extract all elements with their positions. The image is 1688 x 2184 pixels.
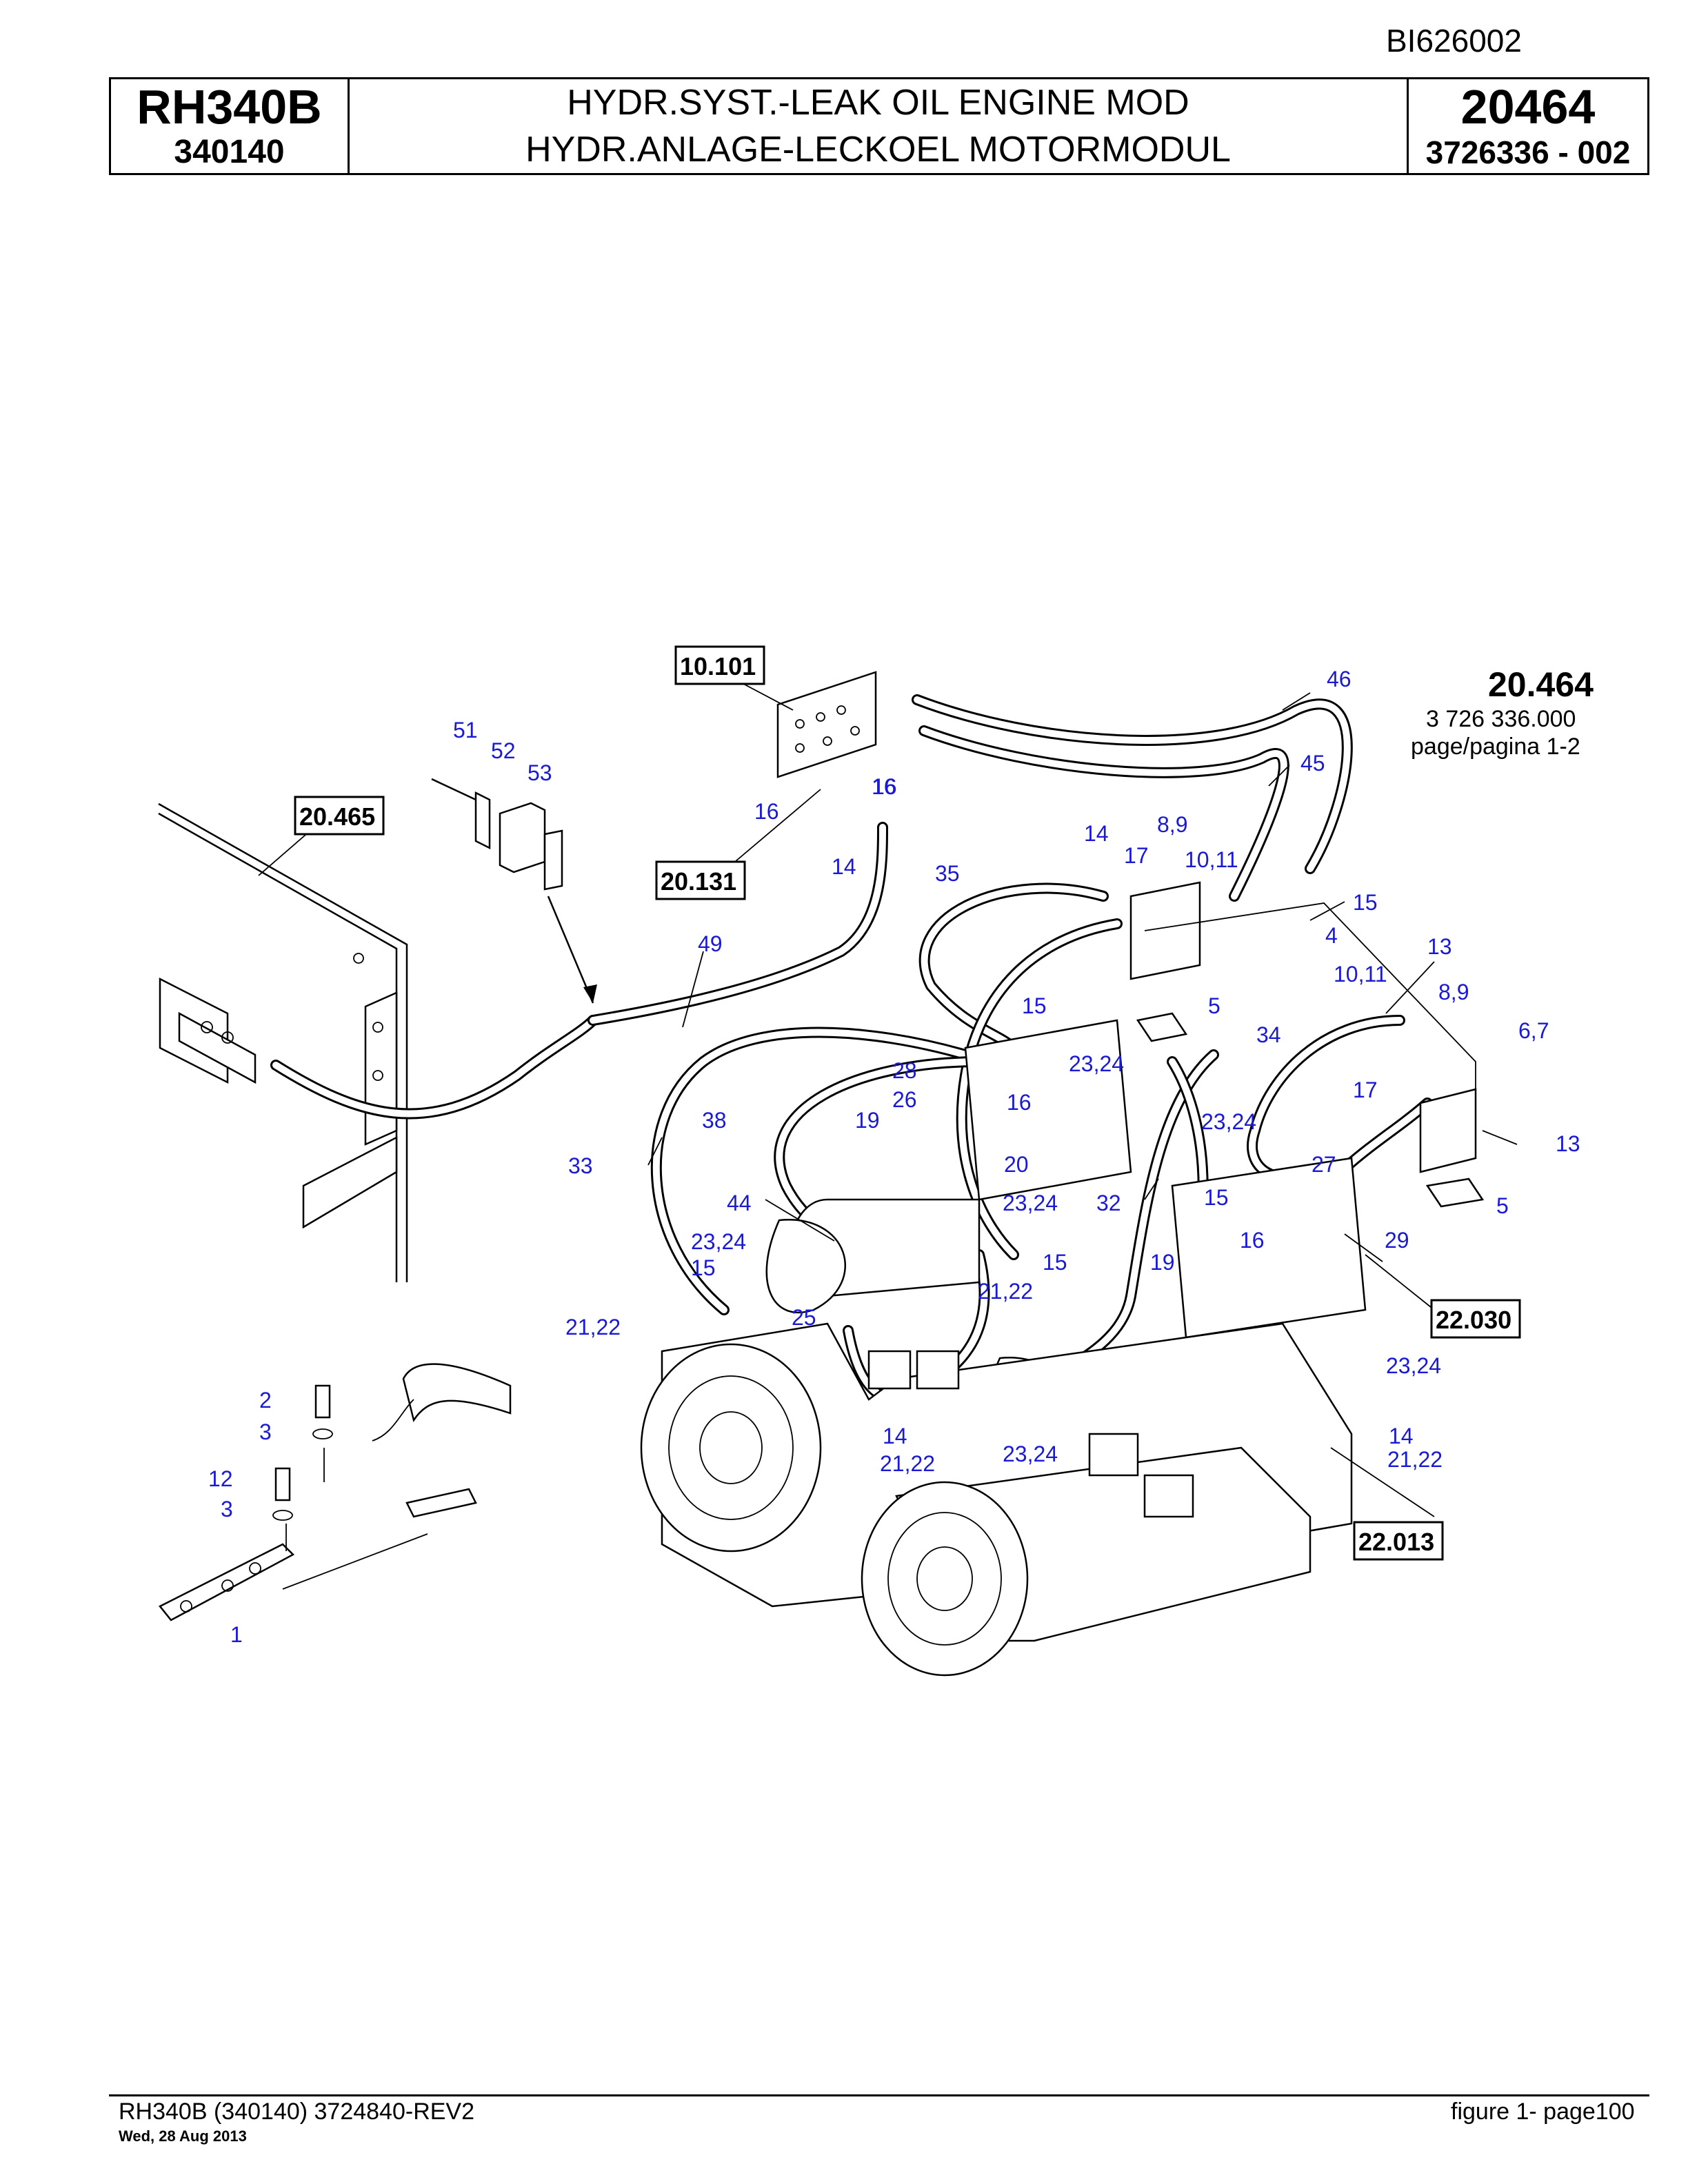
callout-label: 4 xyxy=(1325,923,1338,948)
callout-label: 3 xyxy=(221,1497,233,1521)
lower-engine-module xyxy=(640,1322,1353,1677)
callout-label: 2 xyxy=(259,1388,272,1413)
document-code: BI626002 xyxy=(1386,23,1522,59)
ground-strap-detail xyxy=(159,1363,512,1621)
callout-label: 49 xyxy=(698,931,723,956)
figure-ref-number: 20.464 xyxy=(1488,665,1594,704)
callout-label: 14 xyxy=(883,1424,907,1448)
callout-label: 8,9 xyxy=(1157,812,1187,837)
callout-label: 8,9 xyxy=(1438,980,1469,1004)
callout-label: 5 xyxy=(1208,993,1220,1018)
footer-page-ref: figure 1- page100 xyxy=(1451,2099,1635,2125)
ref-box-22030: 22.030 xyxy=(1430,1299,1521,1339)
ref-box-22013: 22.013 xyxy=(1353,1521,1444,1561)
callout-label: 16 xyxy=(1240,1228,1265,1253)
callout-label: 14 xyxy=(1389,1424,1414,1448)
callout-label: 23,24 xyxy=(1201,1109,1256,1134)
callout-label: 15 xyxy=(1204,1185,1229,1210)
callout-label: 21,22 xyxy=(880,1451,935,1476)
callout-label: 23,24 xyxy=(691,1229,746,1254)
callout-label: 16 xyxy=(872,774,897,799)
callout-label: 14 xyxy=(832,854,856,879)
figure-ref-part: 3 726 336.000 xyxy=(1426,706,1576,732)
callout-label: 38 xyxy=(702,1108,727,1133)
callout-label: 28 xyxy=(892,1058,917,1083)
callout-label: 32 xyxy=(1096,1191,1121,1215)
callout-label: 27 xyxy=(1312,1152,1336,1177)
title-english: HYDR.SYST.-LEAK OIL ENGINE MOD xyxy=(567,83,1189,123)
callout-label: 16 xyxy=(754,799,779,824)
ref-box-20131: 20.131 xyxy=(655,860,746,900)
svg-text:22.030: 22.030 xyxy=(1436,1306,1511,1334)
figure-ref-page: page/pagina 1-2 xyxy=(1411,734,1580,760)
figure-number: 20464 xyxy=(1460,80,1596,134)
callout-label: 45 xyxy=(1300,751,1325,776)
svg-text:22.013: 22.013 xyxy=(1358,1528,1434,1556)
callout-label: 23,24 xyxy=(1386,1353,1441,1378)
callout-label: 5 xyxy=(1496,1193,1509,1218)
callout-label: 6,7 xyxy=(1518,1018,1549,1043)
callout-label: 23,24 xyxy=(1003,1191,1058,1215)
callout-label: 44 xyxy=(727,1191,752,1215)
callout-label: 17 xyxy=(1353,1078,1378,1102)
title-cell: HYDR.SYST.-LEAK OIL ENGINE MOD HYDR.ANLA… xyxy=(350,79,1409,173)
callout-label: 34 xyxy=(1256,1022,1281,1047)
callout-label: 33 xyxy=(568,1153,593,1178)
footer-rule xyxy=(109,2094,1649,2096)
callout-label: 1 xyxy=(230,1622,243,1647)
callout-label: 21,22 xyxy=(565,1315,621,1339)
serial-number: 340140 xyxy=(174,134,285,170)
callout-label: 15 xyxy=(1022,993,1047,1018)
callout-label: 23,24 xyxy=(1069,1051,1124,1076)
callout-label: 13 xyxy=(1427,934,1452,959)
callout-label: 3 xyxy=(259,1419,272,1444)
callout-label: 12 xyxy=(208,1466,233,1491)
callout-label: 25 xyxy=(792,1305,816,1330)
callout-label: 10,11 xyxy=(1185,847,1238,872)
figure-cell: 20464 3726336 - 002 xyxy=(1409,79,1647,173)
callout-label: 21,22 xyxy=(978,1279,1033,1304)
ref-box-20465: 20.465 xyxy=(294,796,385,836)
frame-panel xyxy=(158,802,408,1282)
svg-text:10.101: 10.101 xyxy=(680,652,756,680)
callout-label: 15 xyxy=(1353,890,1378,915)
callout-label: 26 xyxy=(892,1087,917,1112)
callout-label: 51 xyxy=(453,718,478,742)
upper-manifold-block xyxy=(776,671,877,778)
callout-label: 13 xyxy=(1556,1131,1580,1156)
hose-clamp-assembly xyxy=(431,778,597,1004)
callout-label: 19 xyxy=(1150,1250,1175,1275)
callout-label: 16 xyxy=(872,774,896,799)
footer-date: Wed, 28 Aug 2013 xyxy=(119,2127,247,2145)
callout-label: 15 xyxy=(691,1255,716,1280)
part-number: 3726336 - 002 xyxy=(1425,134,1631,170)
footer-document-id: RH340B (340140) 3724840-REV2 xyxy=(119,2099,475,2125)
title-block: RH340B 340140 HYDR.SYST.-LEAK OIL ENGINE… xyxy=(109,77,1649,175)
callout-label: 21,22 xyxy=(1387,1447,1443,1472)
model-name: RH340B xyxy=(137,80,322,134)
callout-label: 15 xyxy=(1043,1250,1067,1275)
title-german: HYDR.ANLAGE-LECKOEL MOTORMODUL xyxy=(525,130,1231,170)
upper-manifold-plates xyxy=(1129,881,1485,1208)
callout-label: 14 xyxy=(1084,821,1109,846)
callout-label: 29 xyxy=(1385,1228,1409,1253)
callout-label: 10,11 xyxy=(1334,962,1387,987)
callout-label: 23,24 xyxy=(1003,1442,1058,1466)
callout-label: 19 xyxy=(855,1108,880,1133)
callout-label: 20 xyxy=(1004,1152,1029,1177)
model-cell: RH340B 340140 xyxy=(111,79,350,173)
callout-label: 17 xyxy=(1124,843,1149,868)
callout-labels: 51 52 53 16 16 16 14 46 45 35 14 17 8,9 … xyxy=(208,667,1580,1647)
callout-label: 16 xyxy=(1007,1090,1032,1115)
svg-text:20.465: 20.465 xyxy=(299,802,375,831)
callout-label: 53 xyxy=(528,760,552,785)
svg-text:20.131: 20.131 xyxy=(661,867,736,896)
callout-label: 35 xyxy=(935,861,960,886)
callout-label: 52 xyxy=(491,738,516,763)
ref-box-10101: 10.101 xyxy=(674,645,765,685)
callout-label: 46 xyxy=(1327,667,1352,691)
